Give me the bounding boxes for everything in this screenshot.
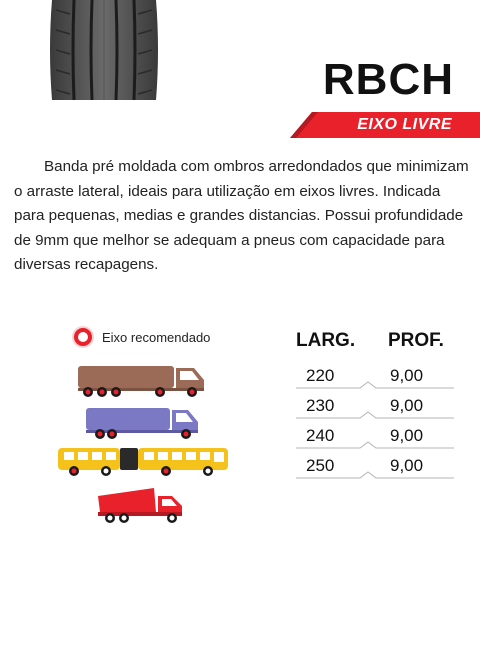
product-title: RBCH <box>322 55 454 104</box>
row-divider <box>296 411 454 419</box>
depth-value: 9,00 <box>390 426 424 445</box>
depth-value: 9,00 <box>390 456 424 475</box>
recommended-axle-legend: Eixo recomendado <box>72 326 210 348</box>
table-row: 250 9,00 <box>290 454 460 479</box>
dump-truck-red-icon <box>98 488 182 523</box>
category-banner <box>290 112 480 138</box>
tread-pattern-image <box>50 0 158 100</box>
truck-purple-icon <box>86 408 198 439</box>
width-value: 250 <box>306 456 335 475</box>
row-divider <box>296 381 454 389</box>
width-value: 230 <box>306 396 335 415</box>
table-row: 240 9,00 <box>290 424 460 449</box>
row-divider <box>296 441 454 449</box>
width-value: 220 <box>306 366 335 385</box>
table-row: 220 9,00 <box>290 364 460 389</box>
row-divider <box>296 471 454 479</box>
width-header: LARG. <box>296 330 356 351</box>
category-label: EIXO LIVRE <box>357 116 452 133</box>
depth-header: PROF. <box>388 330 444 351</box>
bus-yellow-icon <box>58 448 228 476</box>
depth-value: 9,00 <box>390 366 424 385</box>
recommended-axle-dot-icon <box>72 326 94 348</box>
product-description: Banda pré moldada com ombros arredondado… <box>14 158 469 273</box>
legend-label: Eixo recomendado <box>102 329 211 345</box>
width-value: 240 <box>306 426 335 445</box>
table-row: 230 9,00 <box>290 394 460 419</box>
truck-brown-icon <box>78 366 204 397</box>
depth-value: 9,00 <box>390 396 424 415</box>
